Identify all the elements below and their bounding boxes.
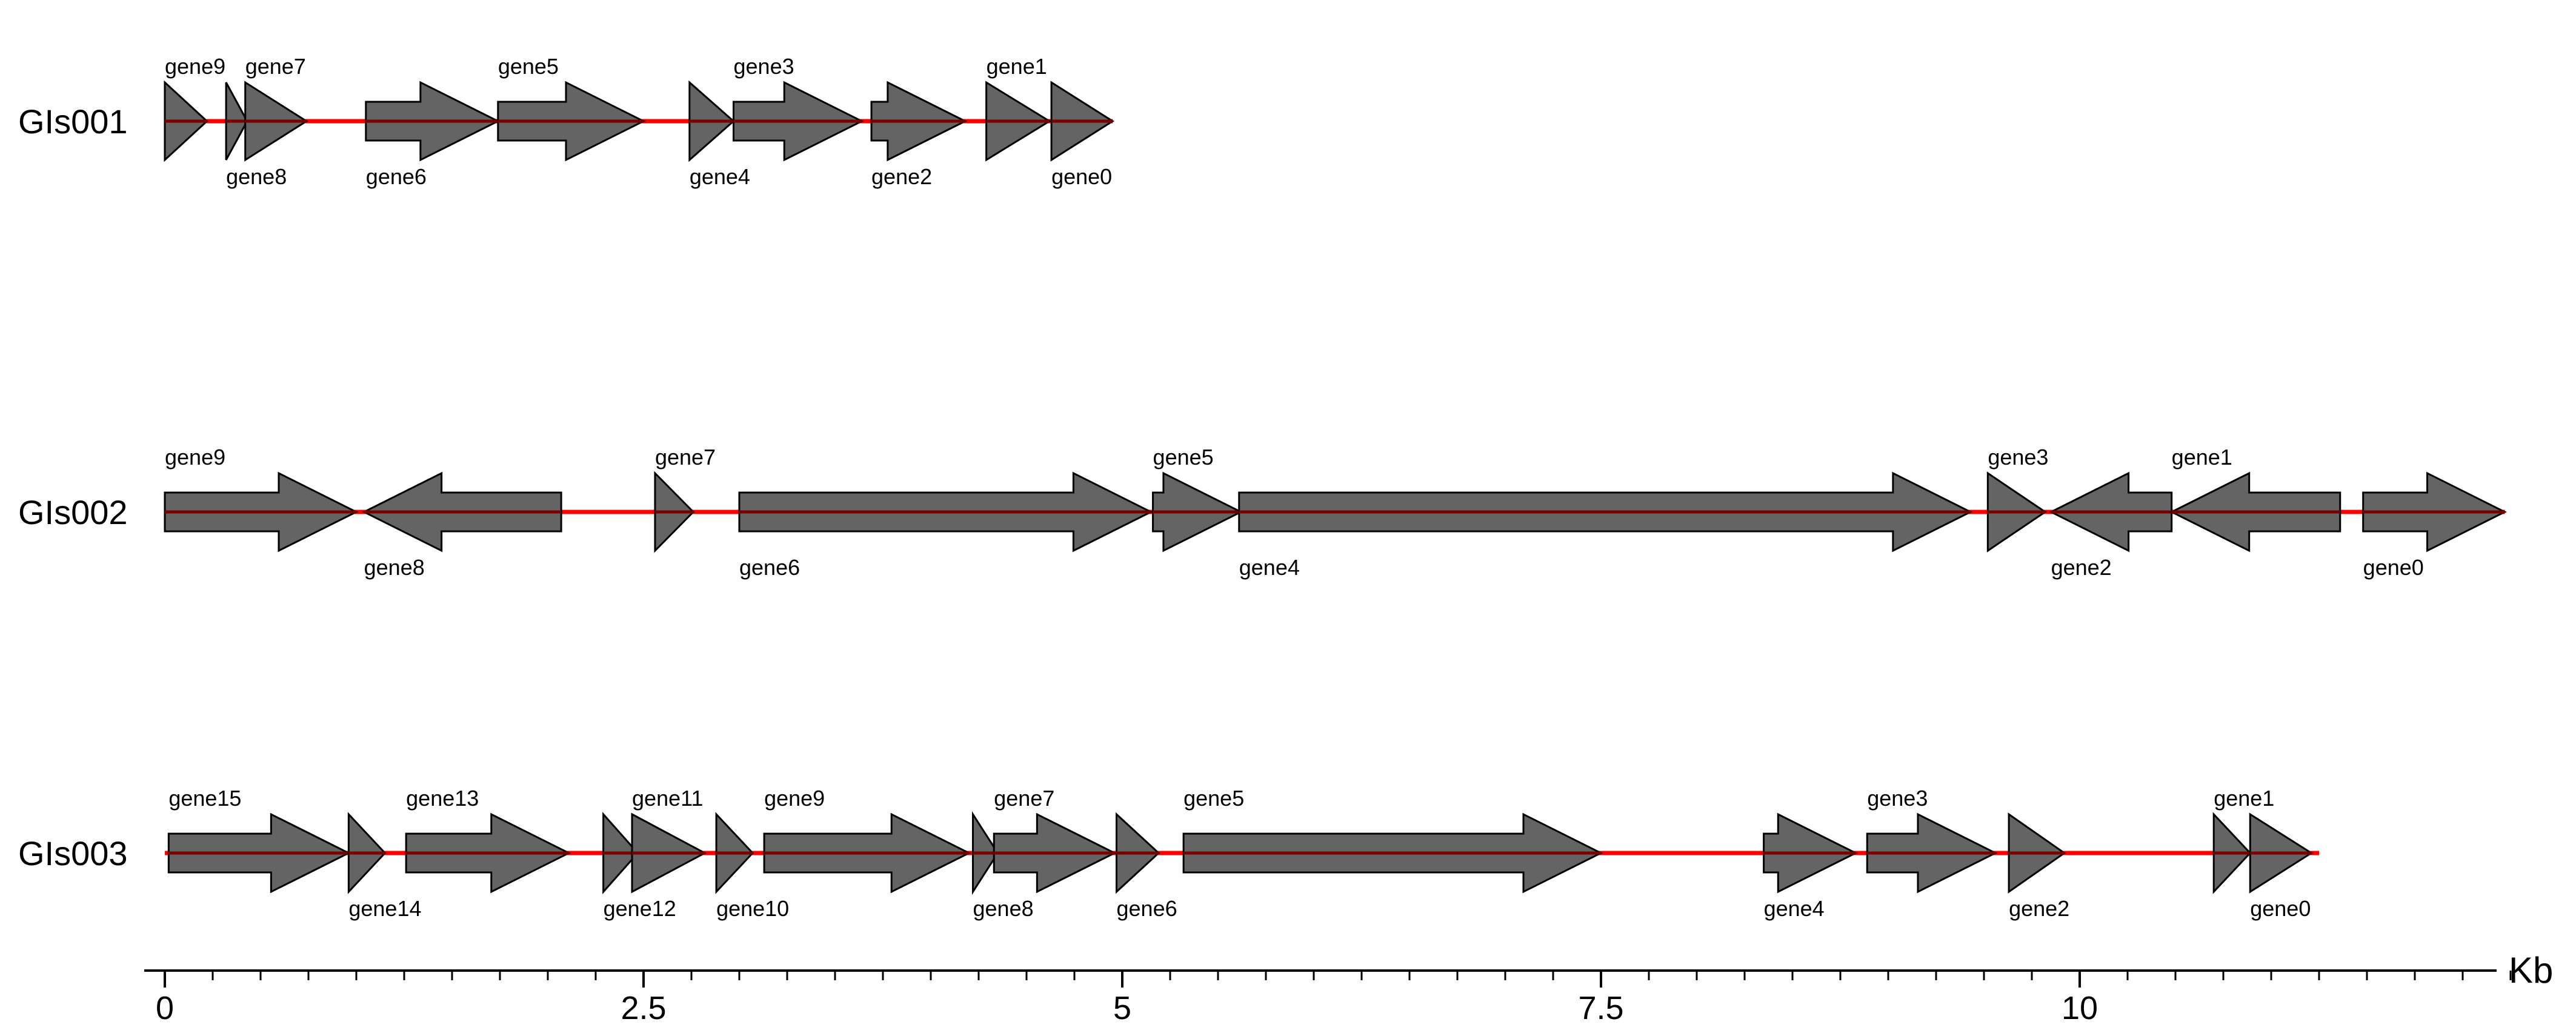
axis-tick-label: 0 xyxy=(156,990,174,1026)
gene-label-gene7: gene7 xyxy=(245,54,306,79)
gene-label-gene4: gene4 xyxy=(1239,555,1300,580)
gene-label-gene0: gene0 xyxy=(2363,555,2424,580)
axis-ticks: 0 2.5 5 7.5 10 xyxy=(156,971,2512,1026)
gene-label-gene10: gene10 xyxy=(716,896,789,921)
gene-label-gene6: gene6 xyxy=(1117,896,1177,921)
gene-label-gene9: gene9 xyxy=(165,445,225,470)
gene-label-gene7: gene7 xyxy=(655,445,716,470)
gene-label-gene11: gene11 xyxy=(632,786,703,811)
gene-label-gene5: gene5 xyxy=(498,54,559,79)
gene-label-gene14: gene14 xyxy=(348,896,421,921)
gene-label-gene2: gene2 xyxy=(2051,555,2112,580)
gene-label-gene13: gene13 xyxy=(406,786,479,811)
gene-label-gene6: gene6 xyxy=(366,164,427,189)
gene-label-gene2: gene2 xyxy=(871,164,932,189)
gene-label-gene3: gene3 xyxy=(1988,445,2048,470)
gene-label-gene4: gene4 xyxy=(690,164,750,189)
gene-label-gene15: gene15 xyxy=(168,786,241,811)
track-GIs003: GIs003 gene15 gene14 gene13 gene12 gene11 gene… xyxy=(18,786,2319,921)
axis-tick-label: 2.5 xyxy=(621,990,666,1026)
gene-label-gene2: gene2 xyxy=(2009,896,2069,921)
gene-label-gene12: gene12 xyxy=(604,896,676,921)
kb-axis: 0 2.5 5 7.5 10 Kb xyxy=(144,950,2553,1026)
gene-label-gene1: gene1 xyxy=(2172,445,2232,470)
gene-label-gene8: gene8 xyxy=(226,164,287,189)
axis-tick-label: 5 xyxy=(1113,990,1131,1026)
gene-label-gene0: gene0 xyxy=(1051,164,1112,189)
track-label: GIs001 xyxy=(18,102,128,141)
axis-tick-label: 7.5 xyxy=(1578,990,1623,1026)
axis-tick-label: 10 xyxy=(2062,990,2098,1026)
gene-label-gene4: gene4 xyxy=(1764,896,1825,921)
gene-label-gene9: gene9 xyxy=(165,54,225,79)
track-label: GIs002 xyxy=(18,493,128,531)
gene-label-gene0: gene0 xyxy=(2250,896,2311,921)
gene-label-gene1: gene1 xyxy=(2214,786,2274,811)
track-GIs002: GIs002 gene9 gene8 gene7 gene6 gene5 gene4 gene… xyxy=(18,445,2507,580)
track-label: GIs003 xyxy=(18,834,128,872)
gene-label-gene8: gene8 xyxy=(364,555,425,580)
gene-label-gene6: gene6 xyxy=(739,555,800,580)
gene-label-gene7: gene7 xyxy=(994,786,1054,811)
gene-label-gene1: gene1 xyxy=(987,54,1047,79)
gene-label-gene5: gene5 xyxy=(1183,786,1244,811)
gene-label-gene9: gene9 xyxy=(764,786,825,811)
gene-label-gene8: gene8 xyxy=(973,896,1034,921)
gene-tracks: GIs001 gene9 gene8 gene7 gene6 gene5 gene4 gene… xyxy=(18,54,2507,921)
axis-unit-label: Kb xyxy=(2509,950,2553,991)
gene-label-gene5: gene5 xyxy=(1153,445,1214,470)
track-GIs001: GIs001 gene9 gene8 gene7 gene6 gene5 gene4 gene… xyxy=(18,54,1115,189)
gene-label-gene3: gene3 xyxy=(734,54,794,79)
gene-label-gene3: gene3 xyxy=(1867,786,1928,811)
